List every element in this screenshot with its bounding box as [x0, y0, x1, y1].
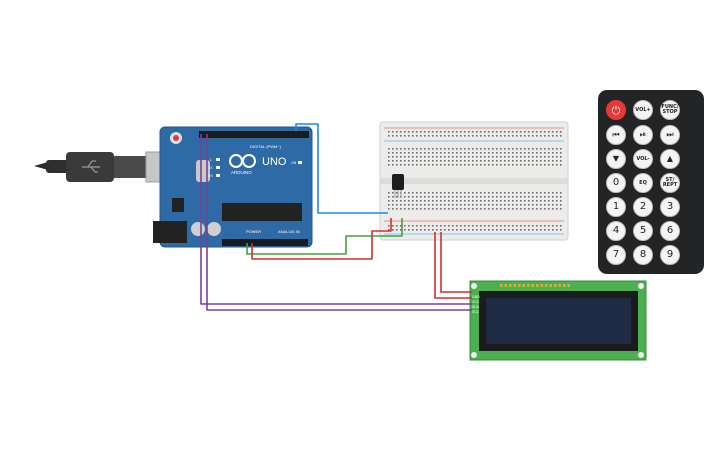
led-l-label: L: [210, 158, 212, 162]
lcd-pin-label-vcc: VCC: [472, 300, 480, 304]
st-rept-button[interactable]: ST/ REPT: [660, 173, 680, 193]
lcd-pin-header: [500, 284, 570, 287]
power-header-label: POWER: [246, 229, 261, 234]
eq-button[interactable]: EQ: [633, 173, 653, 193]
digit-3-button[interactable]: 3: [660, 197, 680, 217]
vol-up-button[interactable]: VOL+: [633, 100, 653, 120]
digital-header-label: DIGITAL (PWM~): [250, 144, 282, 149]
digit-1-button[interactable]: 1: [606, 197, 626, 217]
play-pause-button[interactable]: ⏯: [633, 125, 653, 145]
lcd-pin-label-gnd: GND: [472, 295, 480, 299]
ir-receiver[interactable]: [392, 174, 404, 198]
prev-button[interactable]: ⏮: [606, 125, 626, 145]
breadboard-holes: [388, 131, 562, 231]
lcd-pin-label-sda: SDA: [472, 305, 480, 309]
wire-green-gnd[interactable]: [246, 218, 403, 255]
wire-blue-signal[interactable]: [295, 123, 388, 214]
on-led-label: ON: [291, 161, 297, 165]
wire-purple-sda[interactable]: [200, 134, 472, 305]
digit-6-button[interactable]: 6: [660, 221, 680, 241]
lcd-display[interactable]: GND VCC SDA SCL: [469, 280, 647, 361]
arduino-board[interactable]: UNO ARDUINO DIGITAL (PWM~) POWER ANALOG …: [153, 126, 313, 248]
usb-icon: [82, 160, 100, 173]
digit-8-button[interactable]: 8: [633, 245, 653, 265]
digit-7-button[interactable]: 7: [606, 245, 626, 265]
wire-red-5v[interactable]: [251, 218, 392, 260]
lcd-pin-label-scl: SCL: [472, 310, 479, 314]
wire-red-lcd-vcc[interactable]: [434, 232, 472, 299]
down-button[interactable]: ▼: [606, 149, 626, 169]
vol-down-button[interactable]: VOL-: [633, 149, 653, 169]
analog-header-label: ANALOG IN: [278, 229, 300, 234]
digit-0-button[interactable]: 0: [606, 173, 626, 193]
digit-9-button[interactable]: 9: [660, 245, 680, 265]
wire-red-lcd-gnd[interactable]: [440, 232, 472, 293]
power-button[interactable]: ⏻: [606, 100, 626, 120]
arduino-brand-text: ARDUINO: [231, 170, 252, 175]
digit-2-button[interactable]: 2: [633, 197, 653, 217]
breadboard[interactable]: [379, 121, 569, 241]
lcd-screen: [486, 298, 631, 344]
digit-5-button[interactable]: 5: [633, 221, 653, 241]
next-button[interactable]: ⏭: [660, 125, 680, 145]
led-tx-label: TX: [208, 166, 213, 170]
led-rx-label: RX: [208, 174, 214, 178]
arduino-model-text: UNO: [262, 156, 287, 168]
up-button[interactable]: ▲: [660, 149, 680, 169]
digit-4-button[interactable]: 4: [606, 221, 626, 241]
func-stop-button[interactable]: FUNC/ STOP: [660, 100, 680, 120]
wire-purple-scl[interactable]: [206, 134, 472, 311]
